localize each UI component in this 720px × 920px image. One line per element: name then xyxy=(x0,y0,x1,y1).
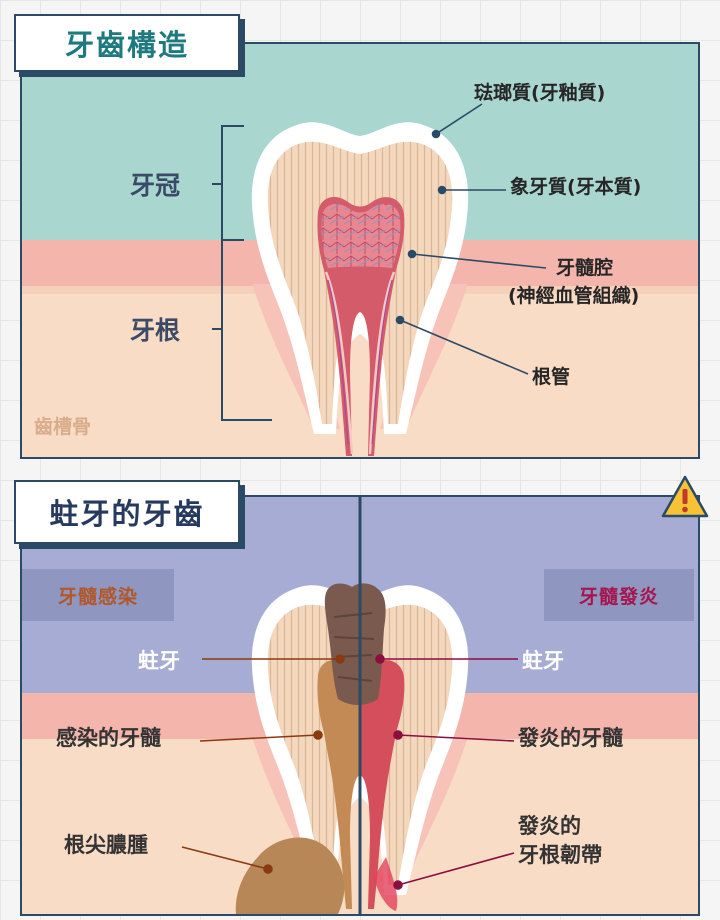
tooth-structure-illustration xyxy=(22,44,698,457)
enamel-label: 琺瑯質(牙釉質) xyxy=(474,82,606,104)
tooth-structure-panel xyxy=(20,42,700,459)
tab-pulpitis: 牙髓發炎 xyxy=(544,569,694,621)
dentin-label: 象牙質(牙本質) xyxy=(510,176,642,198)
right-caries-label: 蛀牙 xyxy=(522,649,564,673)
infected-pulp xyxy=(317,660,360,909)
inflamed-ligament-label-line2: 牙根韌帶 xyxy=(518,843,602,868)
pulp-cavity-label: 牙髓腔 xyxy=(556,257,614,279)
page-title-tooth-structure: 牙齒構造 xyxy=(14,14,240,72)
alveolar-bone-label: 齒槽骨 xyxy=(34,416,92,438)
leader-lines xyxy=(395,103,547,375)
inflamed-pulp xyxy=(360,660,405,909)
page-title-decayed-tooth: 蛀牙的牙齒 xyxy=(14,480,240,544)
crown-label: 牙冠 xyxy=(130,171,181,200)
bracket-root xyxy=(212,239,272,421)
warning-triangle-icon xyxy=(661,475,709,518)
infected-pulp-label: 感染的牙髓 xyxy=(56,726,161,750)
periapical-abscess-label: 根尖膿腫 xyxy=(64,833,148,857)
inflamed-ligament-label: 發炎的 牙根韌帶 xyxy=(518,812,602,871)
root-canal-label: 根管 xyxy=(532,366,571,388)
root-label: 牙根 xyxy=(130,316,181,345)
pulp-cavity-sublabel: (神經血管組織) xyxy=(508,285,640,307)
abscess xyxy=(235,837,345,914)
inflamed-pulp-label: 發炎的牙髓 xyxy=(518,726,623,750)
leader-lines-left xyxy=(181,654,345,874)
tooth-diagram xyxy=(251,122,469,457)
tab-pulp-infection: 牙髓感染 xyxy=(22,569,174,621)
left-caries-label: 蛀牙 xyxy=(138,649,180,673)
leader-lines-right xyxy=(375,654,518,890)
inflamed-ligament-label-line1: 發炎的 xyxy=(518,814,581,838)
